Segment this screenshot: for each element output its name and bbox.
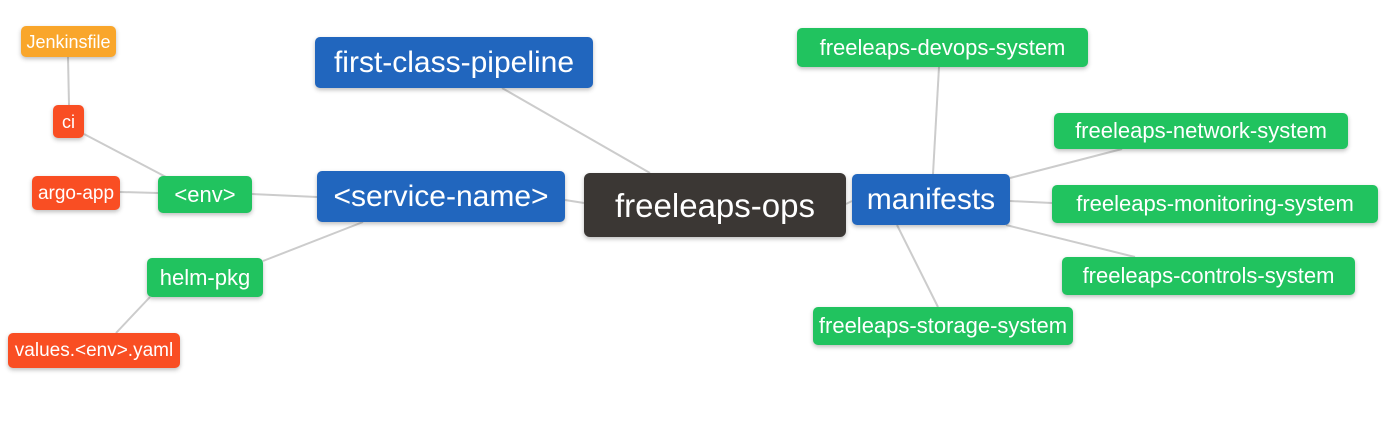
edge-service-name-freeleaps-ops [564,199,585,204]
node-jenkinsfile[interactable]: Jenkinsfile [21,26,116,57]
node-env[interactable]: <env> [158,176,252,213]
node-manifests[interactable]: manifests [852,174,1010,225]
edge-manifests-controls-system [1005,224,1136,258]
edge-manifests-monitoring-system [1009,200,1053,204]
node-service-name[interactable]: <service-name> [317,171,565,222]
edge-service-name-helm-pkg [262,221,364,262]
node-ci[interactable]: ci [53,105,84,138]
edge-jenkinsfile-ci [67,56,70,106]
edge-argo-app-env [119,191,159,194]
edge-helm-pkg-values-env-yaml [115,296,151,334]
node-first-class-pipeline[interactable]: first-class-pipeline [315,37,593,88]
edge-manifests-network-system [1009,148,1123,179]
edge-freeleaps-ops-manifests [845,200,853,205]
node-helm-pkg[interactable]: helm-pkg [147,258,263,297]
node-storage-system[interactable]: freeleaps-storage-system [813,307,1073,345]
edge-manifests-storage-system [896,224,939,308]
node-controls-system[interactable]: freeleaps-controls-system [1062,257,1355,295]
node-argo-app[interactable]: argo-app [32,176,120,210]
edge-manifests-devops-system [932,66,940,175]
node-values-env-yaml[interactable]: values.<env>.yaml [8,333,180,368]
edge-ci-env [83,133,167,178]
node-devops-system[interactable]: freeleaps-devops-system [797,28,1088,67]
node-monitoring-system[interactable]: freeleaps-monitoring-system [1052,185,1378,223]
edge-first-class-pipeline-freeleaps-ops [501,87,651,174]
edge-env-service-name [251,193,318,198]
node-network-system[interactable]: freeleaps-network-system [1054,113,1348,149]
node-freeleaps-ops[interactable]: freeleaps-ops [584,173,846,237]
